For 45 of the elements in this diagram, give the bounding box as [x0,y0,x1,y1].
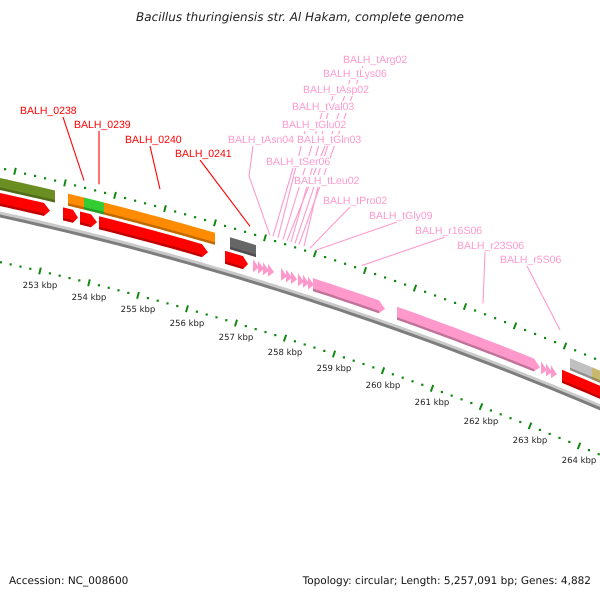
scale-label: 260 kbp [364,380,402,391]
leader-line [526,266,560,330]
gene-label: BALH_tLys06 [323,68,387,80]
gene-label: BALH_0238 [20,105,77,117]
scale-label: 254 kbp [70,292,108,303]
leader-line [362,236,446,266]
leader-line [310,206,350,248]
scale-label: 262 kbp [462,416,500,427]
gene-label: BALH_tGln03 [297,134,362,146]
leader-line [316,221,398,251]
leader-line [272,168,294,236]
scale-label: 261 kbp [414,398,450,408]
scale-label: 258 kbp [266,348,304,358]
leader-line [149,146,161,190]
gene-label: BALH_tAsp02 [303,84,369,96]
gene-label: BALH_tArg02 [343,54,408,66]
scale-label: 263 kbp [512,436,548,446]
chart-title: Bacillus thuringiensis str. Al Hakam, complete genome [135,10,465,24]
gene-label: BALH_r16S06 [415,225,482,237]
gene-label: BALH_tGly09 [369,210,433,222]
gene-label: BALH_0241 [175,148,232,160]
gene-label: BALH_tPro02 [323,195,388,207]
scale-label: 255 kbp [120,305,156,316]
gene-label: BALH_0239 [74,119,131,131]
gene-label: BALH_tVal03 [292,101,354,113]
footer-text: Topology: circular; Length: 5,257,091 bp; Genes: 4,882 [302,575,591,588]
gene-label: BALH_0240 [125,134,182,146]
leader-line [62,116,85,181]
footer-text: Accession: NC_008600 [9,575,128,588]
scale-label: 253 kbp [22,280,58,291]
gene-label: BALH_r5S06 [500,254,562,266]
gene-label: BALH_tSer06 [266,156,330,168]
leader-line [482,252,486,304]
scale-label: 264 kbp [560,456,598,466]
leader-line [248,146,271,236]
leader-line [200,160,250,227]
gene-label: BALH_tLeu02 [294,175,360,187]
gene-label: BALH_tGlu02 [282,119,346,131]
gene-label: BALH_tAsn04 [228,134,294,146]
scale-label: 256 kbp [168,318,206,329]
scale-label: 259 kbp [316,364,352,374]
scale-label: 257 kbp [218,333,254,344]
leader-line [303,186,319,246]
gene-label: BALH_r23S06 [457,240,524,252]
leader-line [98,131,100,184]
